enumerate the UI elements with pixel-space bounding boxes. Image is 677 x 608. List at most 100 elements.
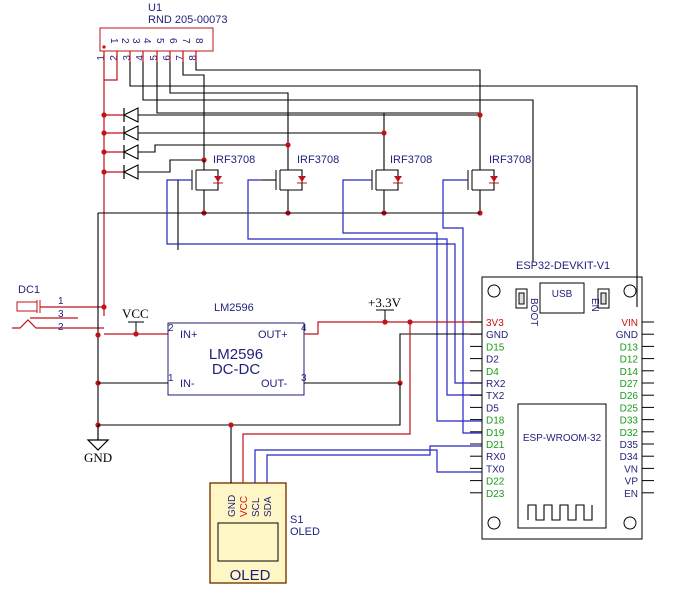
esp32-left-pin-d22: D22 <box>486 477 505 488</box>
dc1-pin-3: 3 <box>58 309 64 320</box>
svg-text:6: 6 <box>162 55 173 61</box>
esp32-left-pin-tx2: TX2 <box>486 391 505 402</box>
esp32-left-pins: 3V3GNDD15D2D4RX2TX2D5D18D19D21RX0TX0D22D… <box>470 318 508 500</box>
svg-text:4: 4 <box>135 55 146 61</box>
lm2596-in-minus: IN- <box>180 378 195 390</box>
dc1-jack: DC1 1 3 2 <box>12 284 107 333</box>
esp32-left-pin-3v3: 3V3 <box>486 318 504 329</box>
esp32-left-pin-d2: D2 <box>486 355 499 366</box>
u1-pin-1: 1 <box>108 38 119 44</box>
u1-pin-2: 2 <box>119 38 130 44</box>
diode-4 <box>122 164 139 180</box>
oled-pin-scl: SCL <box>251 497 262 517</box>
gate-wires <box>166 179 482 434</box>
u1-wires <box>103 51 638 316</box>
u1-pin-3: 3 <box>130 38 141 44</box>
u1-connector: U1 RND 205-00073 1 2 3 4 5 6 7 8 1 2 3 4… <box>96 2 228 61</box>
esp32-btn-boot: BOOT <box>528 298 539 326</box>
diode-1 <box>122 107 139 123</box>
esp32-right-pin-d35: D35 <box>620 440 639 451</box>
lm2596-title: LM2596 <box>214 302 254 314</box>
esp32-title: ESP32-DEVKIT-V1 <box>516 260 610 272</box>
oled-pin-sda: SDA <box>263 496 274 517</box>
vcc-label: VCC <box>122 306 149 321</box>
oled-pin-gnd: GND <box>227 495 238 517</box>
mosfet-q4-label: IRF3708 <box>489 154 531 166</box>
esp32-right-pin-d13: D13 <box>620 342 639 353</box>
esp32-right-pin-d34: D34 <box>620 452 639 463</box>
lm2596-sub: DC-DC <box>212 361 260 378</box>
lm2596-in-plus: IN+ <box>180 329 197 341</box>
esp32-board: ESP32-DEVKIT-V1 USB BOOT EN ESP-WROOM-32… <box>470 260 654 540</box>
esp32-left-pin-d23: D23 <box>486 489 505 500</box>
esp32-right-pin-vn: VN <box>624 464 638 475</box>
mosfet-q2: IRF3708 <box>262 154 339 216</box>
diode-3 <box>122 144 139 160</box>
esp32-right-pin-d14: D14 <box>620 367 639 378</box>
mosfet-q4: IRF3708 <box>467 154 531 216</box>
u1-pin-4: 4 <box>141 38 152 44</box>
u1-ref: U1 <box>148 2 162 14</box>
esp32-left-pin-d18: D18 <box>486 416 505 427</box>
svg-text:8: 8 <box>188 55 199 61</box>
lm2596-pin-4: 4 <box>301 323 307 334</box>
u1-pin-6: 6 <box>167 38 178 44</box>
esp32-left-pin-d15: D15 <box>486 342 505 353</box>
esp32-left-pin-rx2: RX2 <box>486 379 506 390</box>
u1-pin-8: 8 <box>193 38 204 44</box>
u1-pin-5: 5 <box>154 38 165 44</box>
esp32-module: ESP-WROOM-32 <box>523 433 602 444</box>
esp32-right-pin-d25: D25 <box>620 403 639 414</box>
diode-2 <box>122 125 139 141</box>
oled-module: OLED GND VCC SCL SDA S1 OLED <box>209 319 482 584</box>
mosfet-q3-label: IRF3708 <box>390 154 432 166</box>
mosfet-q2-label: IRF3708 <box>297 154 339 166</box>
gnd-label: GND <box>84 450 112 465</box>
esp32-right-pin-d26: D26 <box>620 391 639 402</box>
esp32-left-pin-d5: D5 <box>486 403 499 414</box>
esp32-usb: USB <box>552 289 573 300</box>
esp32-right-pin-d27: D27 <box>620 379 639 390</box>
lm2596-pin-1: 1 <box>168 373 174 384</box>
esp32-left-pin-d21: D21 <box>486 440 505 451</box>
gnd-symbol: GND <box>84 383 401 465</box>
lm2596-module: LM2596 LM2596 DC-DC 2 IN+ 1 IN- OUT+ 4 O… <box>98 302 482 396</box>
svg-text:7: 7 <box>175 55 186 61</box>
esp32-right-pin-en: EN <box>624 489 638 500</box>
esp32-left-pin-d19: D19 <box>486 428 505 439</box>
esp32-left-pin-gnd: GND <box>486 330 508 341</box>
v33-net: +3.3V <box>368 295 402 325</box>
esp32-left-pin-d4: D4 <box>486 367 499 378</box>
u1-pin-labels: 1 2 3 4 5 6 7 8 <box>108 38 204 44</box>
svg-text:2: 2 <box>109 55 120 61</box>
lm2596-out-minus: OUT- <box>261 378 288 390</box>
esp32-left-pin-rx0: RX0 <box>486 452 506 463</box>
lm2596-name: LM2596 <box>209 346 263 363</box>
mosfet-q3: IRF3708 <box>371 154 432 216</box>
oled-ref: S1 <box>290 514 303 526</box>
esp32-right-pin-gnd: GND <box>616 330 638 341</box>
esp32-btn-en: EN <box>589 298 600 312</box>
dc1-pin-2: 2 <box>58 322 64 333</box>
esp32-right-pin-d32: D32 <box>620 428 639 439</box>
dc1-pin-1: 1 <box>58 296 64 307</box>
v33-label: +3.3V <box>368 295 402 310</box>
esp32-right-pin-d12: D12 <box>620 355 639 366</box>
esp32-left-pin-tx0: TX0 <box>486 464 505 475</box>
oled-type: OLED <box>290 526 320 538</box>
u1-pin-numbers-lower: 1 2 3 4 5 6 7 8 <box>96 55 199 61</box>
esp32-right-pin-vp: VP <box>625 477 639 488</box>
u1-pin-7: 7 <box>180 38 191 44</box>
oled-pin-vcc: VCC <box>239 496 250 517</box>
esp32-right-pin-d33: D33 <box>620 416 639 427</box>
svg-text:3: 3 <box>122 55 133 61</box>
lm2596-pin-2: 2 <box>168 323 174 334</box>
svg-text:1: 1 <box>96 55 107 61</box>
lm2596-out-plus: OUT+ <box>258 329 288 341</box>
esp32-right-pin-vin: VIN <box>621 318 638 329</box>
mosfet-q1-label: IRF3708 <box>213 154 255 166</box>
mosfet-q1: IRF3708 <box>177 154 255 250</box>
lm2596-pin-3: 3 <box>301 373 307 384</box>
